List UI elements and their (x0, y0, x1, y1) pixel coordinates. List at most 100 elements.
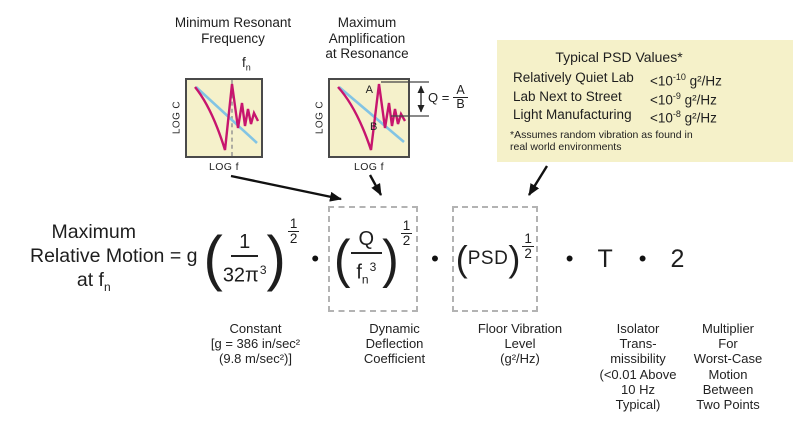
fn-subscript: n (245, 62, 251, 73)
q-equals-a-over-b: Q = A B (428, 84, 468, 111)
psd-row-value: <10-9 g²/Hz (650, 90, 717, 108)
term1-numerator: 1 (231, 231, 259, 258)
label-line: 10 Hz (621, 381, 655, 397)
label-line: Multiplier (701, 321, 754, 336)
isolator-transmissibility-label: Isolator Trans- missibility (<0.01 Above… (582, 321, 694, 412)
q-over-fn3-fraction: Q fn3 (350, 228, 383, 291)
term2-numerator: Q (350, 228, 383, 254)
label-line: Between (702, 381, 754, 397)
label-line: Dynamic (369, 321, 420, 336)
exp-denominator: 2 (522, 246, 534, 262)
right-chart-title-line1: Maximum (337, 15, 397, 30)
psd-row-quiet-lab: Relatively Quiet Lab <10-10 g²/Hz (513, 70, 793, 89)
transmissibility-curve (194, 83, 260, 151)
equals-g: = g (169, 244, 198, 267)
left-chart-y-axis-label: LOG C (171, 100, 183, 135)
arrow-right-chart-to-term2 (368, 174, 383, 196)
open-paren: ( (333, 229, 351, 289)
close-paren: ) (382, 229, 399, 289)
left-chart-x-axis-label: LOG f (208, 161, 239, 173)
psd-footnote-line2: real world environments (510, 141, 622, 154)
max-relative-motion-equation: Maximum Relative Motion = g at fn ( 1 32… (30, 204, 684, 314)
resonant-frequency-fn-label: fn (242, 55, 251, 73)
multiply-dot: • (638, 246, 647, 271)
constant-term: ( 1 32π3 ) 1 2 (203, 216, 300, 293)
multiply-dot: • (431, 246, 439, 271)
psd-row-label: Relatively Quiet Lab (513, 70, 634, 85)
label-line: Motion (708, 366, 748, 382)
label-line: (9.8 m/sec²)] (219, 351, 292, 367)
point-b-label: B (370, 121, 377, 133)
label-line: [g = 386 in/sec² (210, 336, 301, 352)
label-line: Coefficient (363, 351, 426, 367)
left-chart-plot (185, 78, 263, 158)
arrow-left-chart-to-term2 (230, 174, 342, 202)
arrow-psd-panel-to-term3 (527, 165, 549, 196)
label-line: (g²/Hz) (500, 351, 540, 367)
right-chart-y-axis-label: LOG C (314, 100, 326, 135)
transmissibility-symbol: T (597, 244, 613, 273)
transmissibility-curve (337, 83, 407, 151)
right-chart-title-line2: Amplification (328, 30, 406, 46)
left-chart-title-line2: Frequency (201, 30, 265, 46)
label-line: Isolator (616, 321, 660, 336)
fn-base: f (242, 55, 246, 70)
equation-lhs: Maximum Relative Motion = g at fn (30, 220, 197, 299)
label-line: Level (504, 336, 536, 352)
floor-spectrum-line (195, 86, 258, 144)
point-a-label: A (366, 84, 374, 96)
right-chart-title-line3: at Resonance (325, 46, 409, 61)
psd-footnote-line1: *Assumes random vibration as found in (510, 129, 693, 142)
psd-row-label: Light Manufacturing (513, 107, 632, 123)
label-line: Two Points (696, 397, 760, 413)
half-power-exponent: 1 2 (400, 217, 413, 248)
one-over-32pi3-fraction: 1 32π3 (223, 231, 267, 287)
psd-row-street-lab: Lab Next to Street <10-9 g²/Hz (513, 89, 793, 108)
exp-denominator: 2 (287, 230, 300, 246)
half-power-exponent: 1 2 (287, 216, 300, 246)
exp-denominator: 2 (400, 232, 413, 248)
a-over-b-fraction: A B (453, 84, 468, 111)
label-line: For (718, 336, 738, 352)
constant-term-label: Constant [g = 386 in/sec² (9.8 m/sec²)] (168, 321, 343, 367)
left-chart-curves (194, 80, 260, 156)
typical-psd-values-panel: Typical PSD Values* Relatively Quiet Lab… (497, 40, 793, 162)
worst-case-multiplier-label: Multiplier For Worst-Case Motion Between… (672, 321, 784, 412)
psd-term: ( PSD ) 1 2 (455, 232, 534, 279)
worst-case-multiplier-value: 2 (670, 244, 685, 273)
multiply-dot: • (565, 246, 574, 271)
half-power-exponent: 1 2 (522, 232, 534, 261)
dynamic-deflection-term: ( Q fn3 ) 1 2 (333, 218, 413, 291)
exp-numerator: 1 (524, 231, 532, 247)
term2-denominator: fn3 (356, 259, 377, 287)
q-prefix: Q = (428, 90, 450, 105)
label-line: Deflection (365, 336, 424, 352)
left-chart-title: Minimum Resonant Frequency (150, 15, 316, 46)
close-paren: ) (266, 224, 286, 293)
term1-denominator: 32π3 (222, 263, 267, 287)
dynamic-deflection-term-box: ( Q fn3 ) 1 2 (328, 206, 419, 312)
open-paren: ( (455, 237, 468, 279)
close-paren: ) (508, 237, 521, 279)
psd-rows: Relatively Quiet Lab <10-10 g²/Hz Lab Ne… (497, 70, 793, 126)
lhs-line1: Maximum (51, 220, 136, 243)
lhs-line2: Relative Motion = g (30, 244, 198, 267)
psd-row-label: Lab Next to Street (513, 88, 622, 104)
label-line: Typical) (615, 397, 661, 413)
label-line: missibility (610, 351, 666, 367)
label-line: (<0.01 Above (599, 366, 677, 382)
label-line: Worst-Case (693, 351, 763, 367)
q-numerator: A (453, 84, 468, 98)
psd-footnote: *Assumes random vibration as found in re… (497, 129, 793, 153)
right-chart-x-axis-label: LOG f (353, 161, 384, 173)
right-chart-curves: A B (337, 83, 407, 151)
right-chart-plot: A B (328, 78, 410, 158)
psd-symbol: PSD (467, 247, 509, 269)
floor-vibration-term-box: ( PSD ) 1 2 (451, 206, 538, 312)
left-chart-title-line1: Minimum Resonant (174, 15, 292, 30)
floor-vibration-label: Floor Vibration Level (g²/Hz) (455, 321, 585, 367)
q-denominator: B (456, 97, 465, 111)
label-line: Constant (229, 321, 282, 336)
exp-numerator: 1 (402, 217, 411, 233)
